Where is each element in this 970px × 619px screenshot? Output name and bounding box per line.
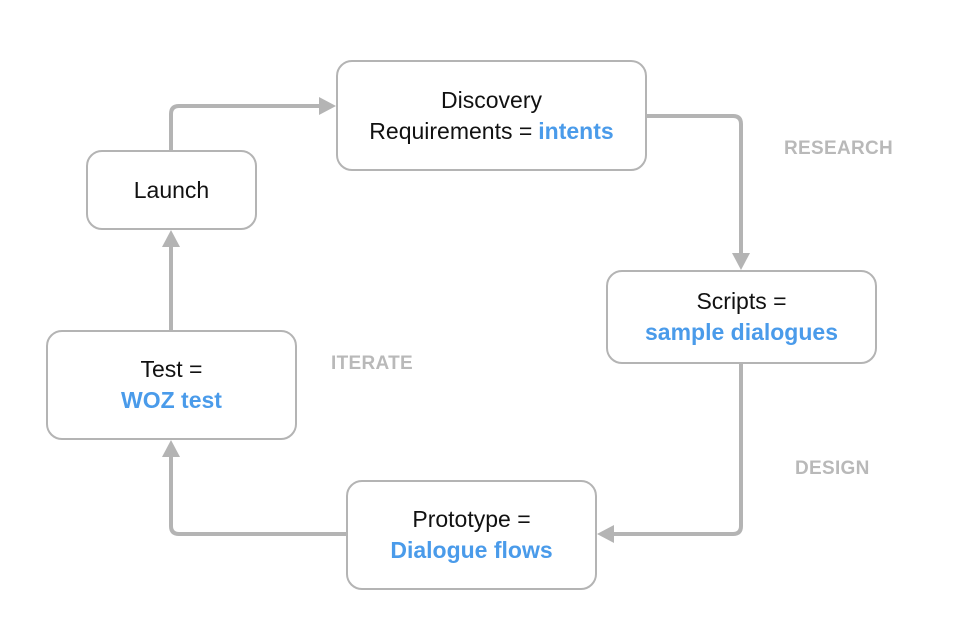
connector-prototype-to-test <box>169 455 348 536</box>
launch-node: Launch <box>86 150 257 230</box>
prototype-highlight: Dialogue flows <box>390 537 553 563</box>
discovery-title: Discovery <box>441 86 542 113</box>
test-node: Test = WOZ test <box>46 330 297 440</box>
prototype-title: Prototype = <box>412 506 531 532</box>
connector-launch-to-discovery <box>169 104 320 150</box>
arrowhead-into-discovery <box>319 97 336 115</box>
prototype-node: Prototype = Dialogue flows <box>346 480 597 590</box>
launch-title: Launch <box>133 176 210 203</box>
phase-label-research: RESEARCH <box>784 138 894 159</box>
discovery-subtitle: Requirements = <box>369 117 533 144</box>
arrowhead-into-scripts <box>732 253 750 270</box>
arrowhead-into-prototype <box>597 525 614 543</box>
phase-label-iterate: ITERATE <box>331 353 413 374</box>
arrowhead-into-launch <box>162 230 180 247</box>
connector-scripts-to-prototype <box>612 364 743 536</box>
connector-discovery-to-scripts <box>646 114 743 254</box>
discovery-node: Discovery Requirements =intents <box>336 60 647 171</box>
test-title: Test = <box>140 356 203 382</box>
scripts-highlight: sample dialogues <box>644 319 838 345</box>
discovery-subtitle-row: Requirements =intents <box>369 116 613 147</box>
arrowhead-into-test <box>162 440 180 457</box>
scripts-node: Scripts = sample dialogues <box>606 270 877 364</box>
scripts-title: Scripts = <box>696 288 787 314</box>
test-highlight: WOZ test <box>121 387 222 413</box>
phase-label-design: DESIGN <box>795 458 870 479</box>
discovery-highlight: intents <box>538 117 614 144</box>
